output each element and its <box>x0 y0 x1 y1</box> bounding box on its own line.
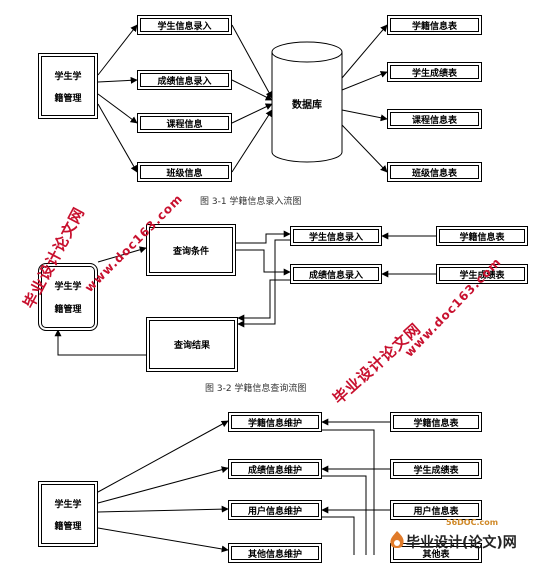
logo-emblem-icon <box>390 531 404 548</box>
arrow-side-to-input-2 <box>97 76 138 84</box>
connector-maint-2 <box>322 475 367 555</box>
arrow-side-to-maint-3 <box>97 505 229 513</box>
arrow-result-to-side <box>54 329 146 356</box>
fig1-input-label-1: 学生信息录入 <box>157 21 212 32</box>
arrow-db-to-output-1 <box>341 24 388 79</box>
fig3-maint-box-1: 学籍信息维护 <box>228 412 322 432</box>
fig1-input-box-4: 班级信息 <box>137 162 232 182</box>
fig1-output-label-1: 学籍信息表 <box>411 21 457 32</box>
arrow-side-to-maint-1 <box>97 420 229 493</box>
fig2-mid-label-2: 成绩信息录入 <box>308 270 363 281</box>
arrow-input-1-to-db <box>231 24 273 99</box>
arrow-side-to-input-1 <box>97 24 138 76</box>
fig1-input-box-2: 成绩信息录入 <box>137 70 232 90</box>
arrow-condition-to-mid-1 <box>236 230 291 244</box>
fig2-table-label-2: 学生成绩表 <box>459 270 505 281</box>
fig1-output-label-4: 班级信息表 <box>411 168 457 179</box>
arrow-side-to-input-3 <box>97 93 138 124</box>
fig2-side-line-2: 籍管理 <box>54 305 82 315</box>
arrow-db-to-output-4 <box>341 124 388 173</box>
fig3-side-line-2: 籍管理 <box>54 521 82 532</box>
fig3-table-box-2: 学生成绩表 <box>390 459 482 479</box>
fig3-table-box-1: 学籍信息表 <box>390 412 482 432</box>
fig2-table-label-1: 学籍信息表 <box>459 232 505 243</box>
fig3-table-box-3: 用户信息表 <box>390 500 482 520</box>
arrow-side-to-input-4 <box>97 103 138 173</box>
database-label: 数据库 <box>292 100 322 111</box>
fig3-maint-label-3: 用户信息维护 <box>247 506 302 517</box>
arrow-mid-1-to-result <box>237 239 290 328</box>
fig2-side-box: 学生学 籍管理 <box>38 263 98 331</box>
fig3-table-label-2: 学生成绩表 <box>413 465 459 476</box>
logo-site: 56DOC.com <box>446 518 499 527</box>
fig2-mid-box-2: 成绩信息录入 <box>290 264 382 284</box>
arrow-db-to-output-3 <box>341 109 388 122</box>
fig1-output-box-4: 班级信息表 <box>387 162 482 182</box>
fig3-maint-box-4: 其他信息维护 <box>228 543 322 563</box>
fig3-maint-box-2: 成绩信息维护 <box>228 459 322 479</box>
fig1-arrows <box>97 24 388 173</box>
arrow-condition-to-mid-2 <box>236 249 291 276</box>
fig1-output-label-2: 学生成绩表 <box>411 68 457 79</box>
fig1-side-line-2: 籍管理 <box>54 93 82 104</box>
database-cylinder <box>271 41 343 163</box>
fig2-arrows <box>54 230 436 356</box>
fig1-input-box-3: 课程信息 <box>137 113 232 133</box>
fig1-side-line-1: 学生学 <box>54 71 82 82</box>
fig2-result-box: 查询结果 <box>146 317 238 372</box>
fig3-side-line-1: 学生学 <box>54 499 82 510</box>
arrow-input-2-to-db <box>231 79 273 101</box>
fig1-caption: 图 3-1 学籍信息录入流图 <box>200 197 302 207</box>
fig1-input-label-2: 成绩信息录入 <box>157 76 212 87</box>
fig3-table-label-1: 学籍信息表 <box>413 418 459 429</box>
fig1-input-label-3: 课程信息 <box>166 119 203 130</box>
connector-maint-1 <box>322 429 375 555</box>
fig2-condition-box: 查询条件 <box>146 224 236 276</box>
fig2-table-box-1: 学籍信息表 <box>436 226 528 246</box>
fig1-output-box-2: 学生成绩表 <box>387 62 482 82</box>
fig2-table-box-2: 学生成绩表 <box>436 264 528 284</box>
connector-maint-3 <box>322 516 355 555</box>
fig3-maint-label-2: 成绩信息维护 <box>247 465 302 476</box>
fig3-maint-box-3: 用户信息维护 <box>228 500 322 520</box>
arrow-side-to-condition <box>97 246 147 263</box>
fig2-side-line-1: 学生学 <box>54 282 82 292</box>
fig1-input-box-1: 学生信息录入 <box>137 15 232 35</box>
fig2-condition-label: 查询条件 <box>172 246 209 257</box>
fig2-mid-box-1: 学生信息录入 <box>290 226 382 246</box>
site-logo: 56DOC.com 毕业设计(论文)网 <box>388 518 541 555</box>
fig2-mid-label-1: 学生信息录入 <box>308 232 363 243</box>
fig3-table-label-3: 用户信息表 <box>413 506 459 517</box>
fig3-side-box: 学生学 籍管理 <box>38 481 98 547</box>
fig1-side-box: 学生学 籍管理 <box>38 53 98 119</box>
fig1-output-box-1: 学籍信息表 <box>387 15 482 35</box>
arrow-mid-2-to-result <box>237 279 290 322</box>
fig3-maint-label-1: 学籍信息维护 <box>247 418 302 429</box>
fig3-maint-label-4: 其他信息维护 <box>247 549 302 560</box>
fig1-input-label-4: 班级信息 <box>166 168 203 179</box>
arrow-side-to-maint-4 <box>97 527 229 553</box>
fig2-result-label: 查询结果 <box>173 341 210 351</box>
fig3-arrows <box>97 418 390 555</box>
arrow-input-4-to-db <box>231 109 273 173</box>
fig1-output-box-3: 课程信息表 <box>387 109 482 129</box>
fig2-caption: 图 3-2 学籍信息查询流图 <box>205 384 307 394</box>
arrow-db-to-output-2 <box>341 71 388 91</box>
fig1-output-label-3: 课程信息表 <box>411 115 457 126</box>
arrow-input-3-to-db <box>231 103 273 124</box>
arrow-side-to-maint-2 <box>97 466 229 504</box>
logo-text: 毕业设计(论文)网 <box>406 535 517 551</box>
